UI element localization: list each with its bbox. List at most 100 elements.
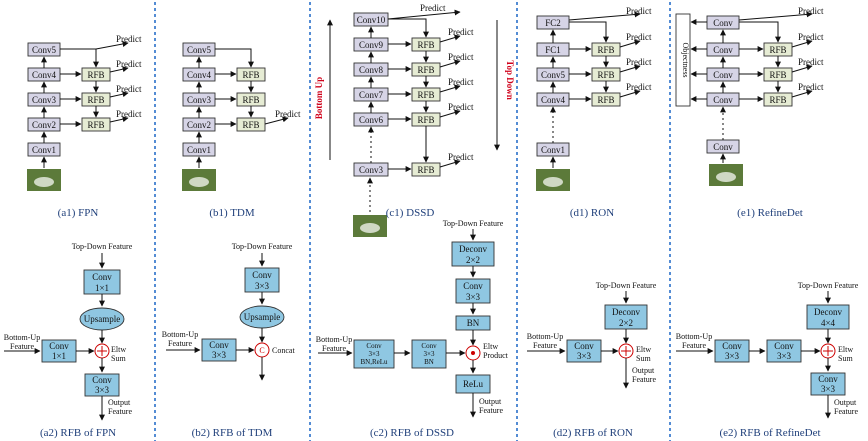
- rfb-label: RFB: [769, 95, 786, 105]
- panel-e1-refinedet: Objectness Conv Conv Conv Conv Conv RFB …: [675, 6, 824, 219]
- conv-label: FC1: [545, 45, 561, 55]
- caption-c1: (c1) DSSD: [386, 207, 435, 219]
- input-thumbnail-object: [716, 172, 736, 182]
- objectness-label: Objectness: [681, 42, 690, 77]
- predict-label: Predict: [116, 34, 142, 44]
- box-line: 3×3: [95, 385, 110, 395]
- predict-label: Predict: [798, 82, 824, 92]
- top-down-feature-label: Top-Down Feature: [72, 242, 133, 251]
- rfb-label: RFB: [242, 120, 259, 130]
- rfb-label: RFB: [597, 70, 614, 80]
- conv-label: Conv: [713, 18, 733, 28]
- box-line: 3×3: [725, 351, 740, 361]
- caption-a1: (a1) FPN: [58, 207, 99, 219]
- box-line: 4×4: [821, 318, 836, 328]
- panel-d2-rfb-ron: Top-Down Feature Deconv 2×2 Bottom-Up Fe…: [527, 281, 657, 439]
- box-line: 3×3: [777, 351, 792, 361]
- box-line: 2×2: [466, 255, 480, 265]
- predict-label: Predict: [116, 59, 142, 69]
- box-line: BN,ReLu: [360, 358, 388, 366]
- bn-label: BN: [467, 318, 480, 328]
- box-line: Conv: [574, 341, 594, 351]
- box-line: Conv: [92, 375, 112, 385]
- box-line: Conv: [421, 342, 437, 350]
- conv-label: Conv4: [32, 70, 57, 80]
- top-down-feature-label: Top-Down Feature: [798, 281, 859, 290]
- box-line: 3×3: [466, 292, 481, 302]
- input-thumbnail-object: [189, 177, 209, 187]
- predict-label: Predict: [448, 152, 474, 162]
- bottom-up-feature-label: Feature: [682, 341, 706, 350]
- concat-icon-glyph: C: [259, 346, 264, 355]
- bottom-up-feature-label: Bottom-Up: [316, 335, 352, 344]
- predict-label: Predict: [275, 109, 301, 119]
- output-label: Output: [834, 398, 857, 407]
- output-label: Feature: [108, 407, 132, 416]
- predict-label: Predict: [448, 52, 474, 62]
- box-line: 1×1: [95, 283, 109, 293]
- box-line: 3×3: [255, 281, 270, 291]
- op-label: Sum: [636, 354, 651, 363]
- panel-b2-rfb-tdm: Top-Down Feature Conv 3×3 Upsample Botto…: [162, 242, 296, 439]
- caption-d2: (d2) RFB of RON: [553, 427, 633, 439]
- box-line: 3×3: [424, 350, 435, 358]
- bottom-up-feature-label: Feature: [168, 339, 192, 348]
- conv-label: Conv6: [359, 115, 384, 125]
- conv-bn-relu-box: [353, 339, 395, 369]
- rfb-box: [411, 162, 441, 177]
- conv-label: Conv: [713, 45, 733, 55]
- panel-d1-ron: Conv1 Conv4 Conv5 FC1 FC2 RFB RFB RFB Pr…: [536, 6, 652, 219]
- box-line: 3×3: [212, 350, 227, 360]
- conv-label: Conv: [713, 70, 733, 80]
- box-line: Conv: [818, 374, 838, 384]
- panel-a2-rfb-fpn: Top-Down Feature Conv 1×1 Upsample Botto…: [4, 242, 133, 439]
- box-line: BN: [424, 358, 434, 366]
- predict-label: Predict: [626, 82, 652, 92]
- conv-label: Conv8: [359, 65, 384, 75]
- rfb-label: RFB: [87, 120, 104, 130]
- rfb-label: RFB: [417, 165, 434, 175]
- op-label: Eltw: [838, 345, 853, 354]
- conv-label: Conv4: [187, 70, 212, 80]
- op-label: Sum: [111, 354, 126, 363]
- caption-e1: (e1) RefineDet: [737, 207, 803, 219]
- op-label: Sum: [838, 354, 853, 363]
- eltw-product-icon-dot: [471, 351, 475, 355]
- output-label: Output: [479, 397, 502, 406]
- predict-label: Predict: [448, 102, 474, 112]
- bottom-up-feature-label: Feature: [533, 341, 557, 350]
- box-line: Conv: [774, 341, 794, 351]
- rfb-label: RFB: [87, 70, 104, 80]
- box-line: Deconv: [612, 307, 640, 317]
- rfb-label: RFB: [242, 70, 259, 80]
- predict-label: Predict: [116, 84, 142, 94]
- box-line: Conv: [209, 340, 229, 350]
- conv-label: Conv: [713, 142, 733, 152]
- rfb-box: [763, 92, 793, 107]
- box-line: Conv: [366, 342, 382, 350]
- predict-label: Predict: [798, 32, 824, 42]
- objectness-box: [675, 13, 691, 107]
- rfb-label: RFB: [417, 65, 434, 75]
- conv-bn-box: [411, 339, 447, 369]
- conv-label: Conv: [713, 95, 733, 105]
- bottom-up-feature-label: Bottom-Up: [4, 333, 40, 342]
- top-down-label: Top Down: [505, 60, 515, 99]
- deconv-box: [806, 304, 850, 330]
- op-label: Eltw: [483, 342, 498, 351]
- conv-label: Conv10: [357, 15, 386, 25]
- predict-label: Predict: [798, 6, 824, 16]
- relu-label: ReLu: [463, 379, 483, 389]
- box-line: Conv: [463, 281, 483, 291]
- caption-d1: (d1) RON: [570, 207, 614, 219]
- box-line: Conv: [722, 341, 742, 351]
- panel-a1-fpn: Conv1 Conv2 Conv3 Conv4 Conv5 RFB RFB RF…: [27, 34, 142, 219]
- predict-label: Predict: [448, 27, 474, 37]
- top-down-feature-label: Top-Down Feature: [596, 281, 657, 290]
- conv-label: Conv9: [359, 40, 384, 50]
- panel-c2-rfb-dssd: Top-Down Feature Deconv 2×2 Conv 3×3 BN …: [316, 219, 509, 439]
- rfb-label: RFB: [769, 45, 786, 55]
- conv-label: Conv5: [541, 70, 566, 80]
- predict-label: Predict: [798, 57, 824, 67]
- top-down-feature-label: Top-Down Feature: [232, 242, 293, 251]
